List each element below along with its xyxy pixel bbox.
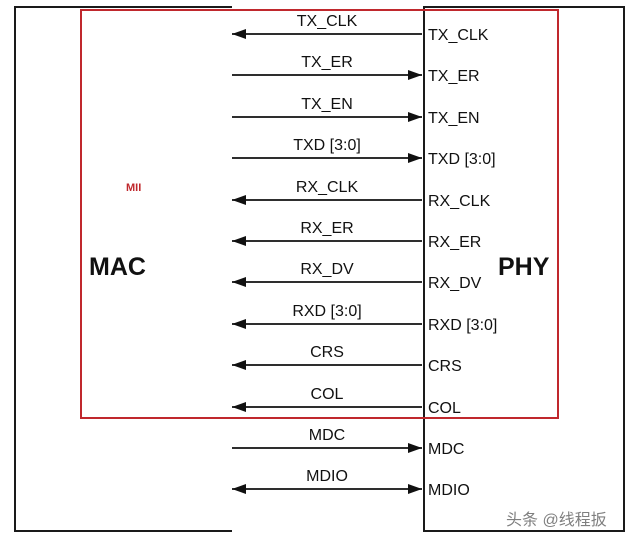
arrow-left-icon [232,29,246,39]
wire-label: TX_EN [301,96,353,113]
phy-pin-label: TX_EN [428,110,480,127]
arrow-left-icon [232,236,246,246]
phy-pin-label: RX_CLK [428,193,491,210]
watermark: 头条 @线程扳 [506,512,607,529]
phy-label: PHY [498,253,550,281]
phy-pin-label: MDC [428,441,464,458]
phy-pin-label: RX_DV [428,275,482,292]
mii-interface-box [80,9,559,419]
arrow-right-icon [408,112,422,122]
wire-label: RXD [3:0] [292,303,361,320]
wire-label: CRS [310,344,344,361]
wire-label: RX_ER [300,220,353,237]
wire-label: RX_DV [300,261,354,278]
mii-label: MII [126,182,142,194]
wire-label: TXD [3:0] [293,137,361,154]
phy-pin-label: CRS [428,358,462,375]
arrow-left-icon [232,195,246,205]
arrow-left-icon [232,319,246,329]
wire-label: RX_CLK [296,179,359,196]
arrow-left-icon [232,402,246,412]
arrow-right-icon [408,484,422,494]
arrow-left-icon [232,360,246,370]
phy-block [423,6,625,532]
wire-label: TX_ER [301,54,353,71]
mac-block [14,6,232,532]
arrow-left-icon [232,484,246,494]
mac-label: MAC [89,253,146,281]
phy-pin-label: TX_CLK [428,27,489,44]
wire-label: MDC [309,427,345,444]
wire-label: TX_CLK [297,13,358,30]
wire-label: COL [311,386,344,403]
phy-pin-label: MDIO [428,482,470,499]
phy-pin-label: TX_ER [428,68,480,85]
wire-label: MDIO [306,468,348,485]
arrow-left-icon [232,277,246,287]
phy-pin-label: TXD [3:0] [428,151,496,168]
phy-pin-label: RXD [3:0] [428,317,497,334]
arrow-right-icon [408,153,422,163]
phy-pin-label: COL [428,400,461,417]
arrow-right-icon [408,443,422,453]
arrow-right-icon [408,70,422,80]
phy-pin-label: RX_ER [428,234,481,251]
